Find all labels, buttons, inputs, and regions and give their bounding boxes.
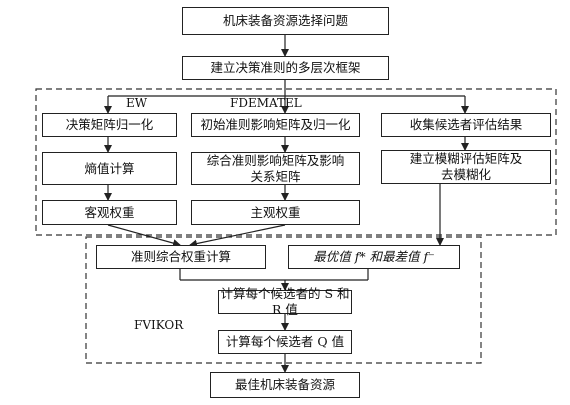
node-fd-total-line2: 关系矩阵 [250,168,301,184]
upper-dashed-frame [35,88,557,236]
node-ew-weight: 客观权重 [42,200,177,225]
node-result: 最佳机床装备资源 [210,372,360,398]
node-fd-weight: 主观权重 [191,200,360,225]
node-ew-entropy: 熵值计算 [42,152,177,185]
node-s-r: 计算每个候选者的 S 和 R 值 [218,286,352,317]
node-hierarchy: 建立决策准则的多层次框架 [182,56,389,80]
node-combined-weight: 准则综合权重计算 [96,245,266,269]
node-fd-initial: 初始准则影响矩阵及归一化 [191,113,360,137]
node-ew-normalize: 决策矩阵归一化 [42,113,177,137]
node-fuzzy: 建立模糊评估矩阵及 去模糊化 [381,150,551,184]
label-fdematel: FDEMATEL [230,96,302,110]
label-ew: EW [126,96,148,110]
node-collect: 收集候选者评估结果 [381,113,551,137]
arrow-subjective-to-combined [189,224,286,248]
arrow-objective-to-combined [107,224,181,247]
node-fd-total-line1: 综合准则影响矩阵及影响 [206,152,345,168]
node-fd-total: 综合准则影响矩阵及影响 关系矩阵 [191,152,360,185]
node-problem: 机床装备资源选择问题 [182,7,389,35]
node-q: 计算每个候选者 Q 值 [218,330,352,354]
node-fuzzy-line2: 去模糊化 [440,167,491,182]
label-fvikor: FVIKOR [134,318,184,332]
node-fuzzy-line1: 建立模糊评估矩阵及 [409,151,523,166]
node-best-worst: 最优值 f* 和最差值 f⁻ [288,245,460,269]
